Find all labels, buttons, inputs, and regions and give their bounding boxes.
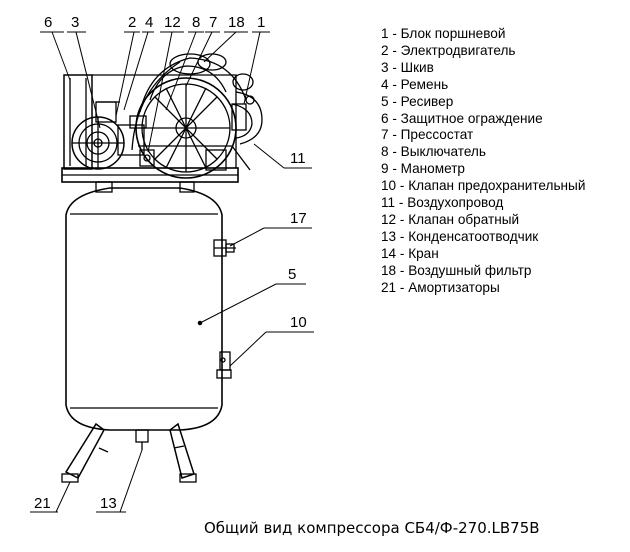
callout-10: 10 <box>290 314 307 331</box>
legend-item: 13 - Конденсатоотводчик <box>381 228 539 244</box>
legend-item: 21 - Амортизаторы <box>381 279 500 295</box>
legend-item: 6 - Защитное ограждение <box>381 110 543 126</box>
callout-3: 3 <box>71 14 79 31</box>
legend-item: 11 - Воздухопровод <box>381 195 504 211</box>
callout-labels: 6 3 2 4 12 8 7 18 1 11 17 5 10 21 13 <box>34 14 307 512</box>
support-legs <box>61 422 197 483</box>
motor-pulley <box>71 115 147 170</box>
legend-item: 14 - Кран <box>381 245 439 261</box>
callout-8: 8 <box>192 14 200 31</box>
legend-item: 1 - Блок поршневой <box>381 26 506 41</box>
figure-caption: Общий вид компрессора СБ4/Ф-270.LB75B <box>204 519 540 537</box>
legend-item: 10 - Клапан предохранительный <box>381 178 586 194</box>
condensate-drain <box>135 429 149 450</box>
callout-5: 5 <box>288 266 296 283</box>
drain-tap <box>213 239 236 257</box>
callout-2: 2 <box>128 14 136 31</box>
legend-item: 8 - Выключатель <box>381 144 486 160</box>
air-filter <box>169 53 255 105</box>
callout-7: 7 <box>209 14 217 31</box>
legend-item: 9 - Манометр <box>381 161 465 177</box>
piston-block <box>131 57 263 179</box>
callout-11: 11 <box>290 150 306 167</box>
legend-item: 12 - Клапан обратный <box>381 211 520 227</box>
legend-item: 3 - Шкив <box>381 59 434 75</box>
callout-12: 12 <box>164 14 181 31</box>
safety-valve <box>216 351 232 379</box>
callout-6: 6 <box>44 14 52 31</box>
callout-21: 21 <box>34 495 51 512</box>
callout-18: 18 <box>228 14 245 31</box>
leader-lines <box>30 31 314 513</box>
callout-4: 4 <box>145 14 153 31</box>
check-valve <box>139 149 155 167</box>
parts-legend: 1 - Блок поршневой 2 - Электродвигатель … <box>381 26 585 297</box>
legend-item: 4 - Ремень <box>381 76 449 92</box>
callout-1: 1 <box>257 14 265 31</box>
callout-17: 17 <box>290 210 307 227</box>
legend-item: 18 - Воздушный фильтр <box>381 262 532 278</box>
receiver-tank <box>65 187 223 431</box>
compressor-housing <box>61 74 239 193</box>
legend-item: 2 - Электродвигатель <box>381 42 516 58</box>
legend-item: 7 - Прессостат <box>381 127 474 143</box>
legend-item: 5 - Ресивер <box>381 93 454 109</box>
callout-13: 13 <box>100 495 117 512</box>
